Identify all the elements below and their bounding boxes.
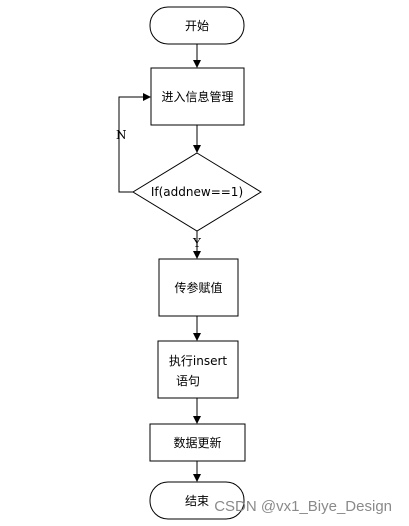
step-enter-info xyxy=(150,67,245,126)
watermark-text: CSDN @vx1_Biye_Design xyxy=(214,498,392,515)
decision-label: If(addnew==1) xyxy=(151,185,243,199)
step-enter-label: 进入信息管理 xyxy=(161,89,233,104)
start-label: 开始 xyxy=(185,19,209,33)
step-insert-label-line2: 语句 xyxy=(176,374,200,388)
end-terminator xyxy=(149,481,245,520)
step-insert xyxy=(157,340,239,399)
step-update xyxy=(149,423,246,462)
edge-loop-no xyxy=(118,93,151,193)
label-yes: Y xyxy=(192,236,202,250)
step-update-label: 数据更新 xyxy=(173,435,221,450)
step-pass-params xyxy=(158,258,239,317)
label-no: N xyxy=(116,128,127,142)
step-insert-label-line1: 执行insert xyxy=(169,354,228,368)
end-label: 结束 xyxy=(185,494,209,508)
step-pass-params-label: 传参赋值 xyxy=(174,280,222,295)
